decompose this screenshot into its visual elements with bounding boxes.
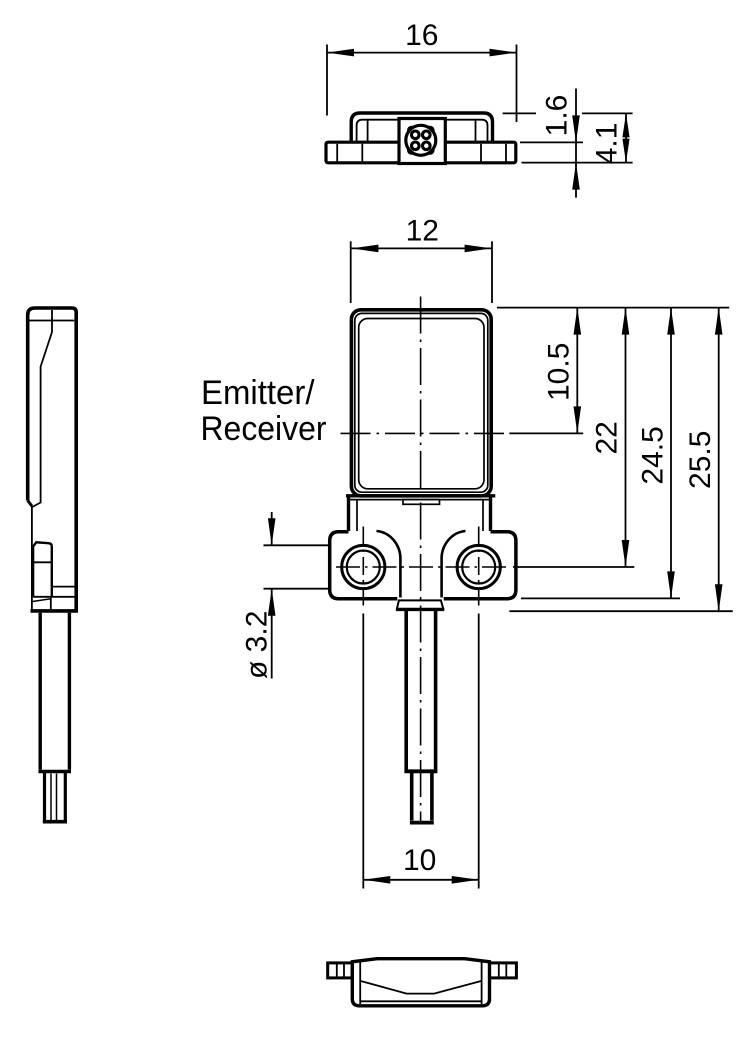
svg-text:12: 12 (406, 215, 439, 248)
svg-text:22: 22 (591, 421, 624, 454)
svg-text:16: 16 (405, 19, 438, 52)
svg-text:1.6: 1.6 (541, 95, 574, 137)
svg-text:10.5: 10.5 (543, 343, 576, 401)
svg-text:10: 10 (403, 844, 436, 877)
svg-text:Receiver: Receiver (201, 410, 327, 448)
svg-text:ø 3.2: ø 3.2 (241, 611, 274, 679)
svg-text:Emitter/: Emitter/ (201, 374, 315, 412)
svg-text:24.5: 24.5 (636, 426, 669, 484)
svg-text:4.1: 4.1 (591, 123, 624, 165)
svg-text:25.5: 25.5 (684, 431, 717, 489)
